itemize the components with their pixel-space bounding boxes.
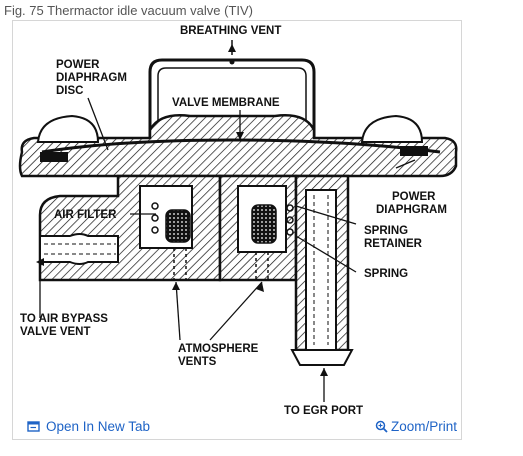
label-valve-membrane: VALVE MEMBRANE — [172, 97, 280, 109]
label-atmosphere-vents: ATMOSPHERE VENTS — [178, 343, 262, 368]
leader-lines — [39, 97, 416, 402]
upper-housing — [18, 114, 458, 178]
arrowheads — [36, 44, 328, 376]
label-power-diaphgram: POWER DIAPHGRAM — [376, 191, 447, 216]
open-in-new-tab-link[interactable]: Open In New Tab — [27, 419, 150, 434]
figure-toolbar: Open In New Tab Zoom/Print — [13, 417, 461, 439]
zoom-print-label: Zoom/Print — [390, 419, 457, 434]
figure-caption: Fig. 75 Thermactor idle vacuum valve (TI… — [4, 3, 254, 18]
label-to-air-bypass: TO AIR BYPASS VALVE VENT — [20, 313, 111, 338]
zoom-icon — [375, 420, 388, 433]
open-in-new-tab-label: Open In New Tab — [46, 419, 151, 434]
zoom-print-link[interactable]: Zoom/Print — [375, 419, 457, 434]
valve-body — [38, 174, 354, 366]
label-spring: SPRING — [364, 268, 408, 280]
bypass-inlet-tube — [39, 233, 119, 265]
open-in-new-tab-icon — [27, 421, 40, 432]
label-breathing-vent: BREATHING VENT — [180, 25, 281, 37]
label-air-filter: AIR FILTER — [54, 209, 117, 221]
label-to-egr-port: TO EGR PORT — [284, 405, 363, 417]
label-spring-retainer: SPRING RETAINER — [364, 225, 423, 250]
label-power-diaphragm-disc: POWER DIAPHRAGM DISC — [56, 59, 130, 97]
